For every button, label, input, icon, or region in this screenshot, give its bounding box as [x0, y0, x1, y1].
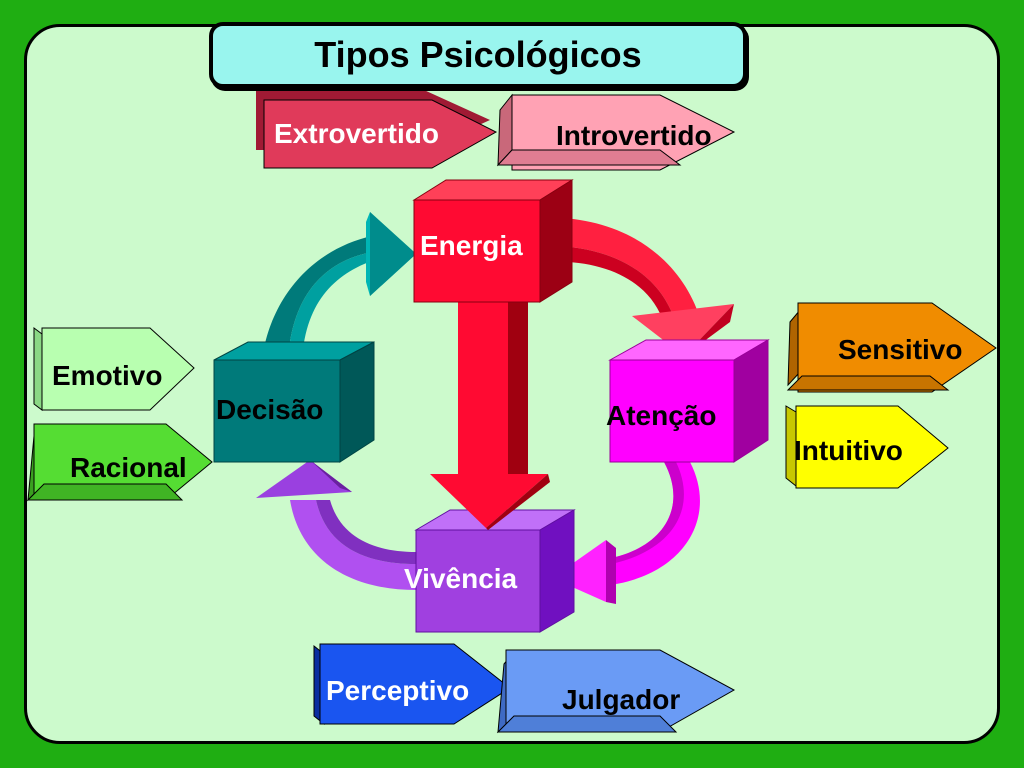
extrovertido-label: Extrovertido — [274, 118, 439, 149]
tag-introvertido — [496, 93, 736, 171]
energia-label: Energia — [420, 230, 523, 261]
page-title: Tipos Psicológicos — [314, 34, 642, 75]
tag-emotivo — [33, 327, 195, 411]
tag-julgador — [496, 649, 736, 734]
introvertido-label: Introvertido — [556, 120, 712, 151]
tag-intuitivo — [785, 405, 949, 489]
vivencia-label: Vivência — [404, 563, 518, 594]
title-box: Tipos Psicológicos — [209, 22, 747, 88]
decisao-label: Decisão — [216, 394, 324, 425]
tag-perceptivo — [313, 643, 511, 726]
atencao-label: Atenção — [606, 400, 717, 431]
arrow-atencao-to-vivencia — [552, 462, 700, 604]
intuitivo-label: Intuitivo — [794, 435, 903, 466]
sensitivo-label: Sensitivo — [838, 334, 963, 365]
julgador-label: Julgador — [562, 684, 681, 715]
racional-label: Racional — [70, 452, 187, 483]
emotivo-label: Emotivo — [52, 360, 163, 391]
perceptivo-label: Perceptivo — [326, 675, 470, 706]
arrow-decisao-to-energia — [262, 212, 416, 360]
arrow-vivencia-to-decisao — [256, 460, 416, 590]
cube-decisao — [213, 341, 375, 463]
tag-extrovertido — [256, 90, 498, 169]
cube-atencao — [608, 339, 770, 463]
tag-racional — [26, 423, 213, 502]
tag-sensitivo — [786, 302, 997, 393]
cube-energia — [412, 179, 574, 530]
